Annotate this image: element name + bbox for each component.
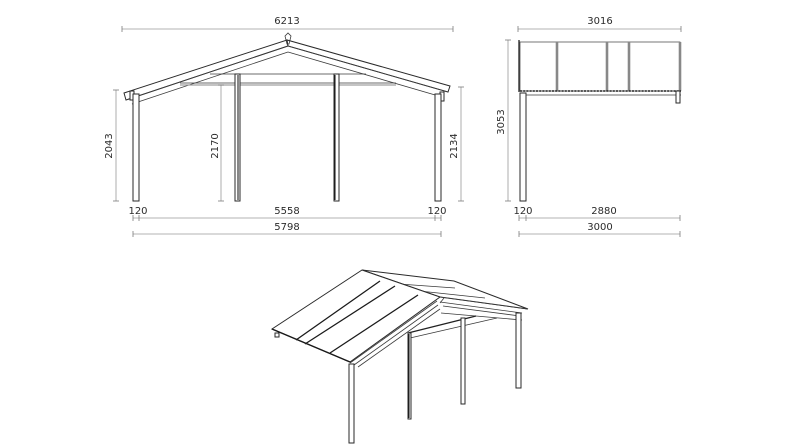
dimension-label-post-to-post: 5798 [274, 222, 299, 233]
post-left [132, 93, 140, 202]
front-elevation: 6213 [104, 16, 464, 237]
svg-text:2170: 2170 [210, 133, 221, 158]
post-inner-right [333, 73, 340, 202]
side-elevation: 3016 3053 120 2880 [496, 16, 682, 237]
svg-text:3053: 3053 [496, 109, 507, 134]
roof-panels-side [518, 40, 682, 104]
dimension-overall-width: 6213 [121, 16, 454, 32]
svg-text:120: 120 [513, 206, 532, 217]
dimension-label-overall-width: 6213 [274, 16, 299, 27]
svg-text:2043: 2043 [104, 133, 115, 158]
svg-text:3016: 3016 [587, 16, 612, 27]
dimension-left-post-height: 2043 [104, 89, 119, 202]
post-right [434, 93, 442, 202]
isometric-posts [348, 312, 522, 444]
gable-roof [123, 32, 451, 105]
dimension-side-height: 3053 [496, 39, 511, 202]
dimension-side-bottom-row-2: 3000 [518, 222, 681, 237]
svg-text:2880: 2880 [591, 206, 616, 217]
dimension-label-left-post-width: 120 [128, 206, 147, 217]
side-post [519, 92, 527, 202]
isometric-view [270, 269, 529, 444]
dimension-bottom-row-2: 5798 [132, 222, 442, 237]
iso-post-back-right [515, 312, 522, 389]
iso-post-front-left [348, 363, 355, 444]
svg-text:3000: 3000 [587, 222, 612, 233]
dimension-inner-post-height: 2170 [210, 84, 224, 202]
dimension-bottom-row-1: 120 5558 120 [128, 206, 447, 221]
ridge-cap [284, 32, 292, 45]
iso-post-back-left [460, 317, 466, 405]
dimension-side-overall-width: 3016 [517, 16, 682, 32]
dimension-side-bottom-row-1: 120 2880 [513, 206, 681, 221]
dimension-right-post-height: 2134 [449, 86, 464, 202]
dimension-label-right-post-width: 120 [427, 206, 446, 217]
dimension-label-inner-span: 5558 [274, 206, 299, 217]
svg-text:2134: 2134 [449, 133, 460, 158]
front-posts [132, 73, 442, 202]
